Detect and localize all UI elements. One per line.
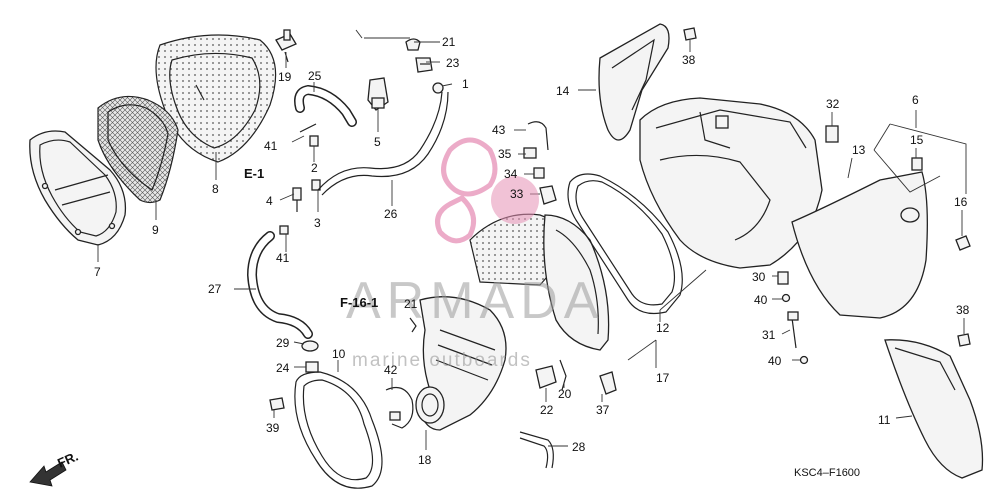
callout-13: 13 [852, 143, 866, 157]
callout-23: 23 [446, 56, 460, 70]
callout-3: 3 [314, 216, 321, 230]
callout-31: 31 [762, 328, 776, 342]
leader-lines [97, 29, 967, 450]
callout-27: 27 [208, 282, 222, 296]
side-duct-12 [543, 214, 610, 351]
callout-10: 10 [332, 347, 346, 361]
callout-15: 15 [910, 133, 924, 147]
fasteners [599, 27, 971, 395]
breather-hose-25 [294, 84, 357, 127]
front-direction-indicator: FR. [29, 449, 80, 487]
callout-4: 4 [266, 194, 273, 208]
callout-18: 18 [418, 453, 432, 467]
callout-19: 19 [278, 70, 292, 84]
callout-numbers: 1 2 3 4 5 6 7 8 9 10 11 12 13 14 15 16 1… [94, 35, 970, 467]
drain-plug-parts [269, 340, 319, 411]
callout-1: 1 [462, 77, 469, 91]
clip-21 [409, 317, 417, 333]
callout-6: 6 [912, 93, 919, 107]
mud-guard-11 [884, 339, 984, 479]
element-holder-9 [97, 95, 179, 204]
callout-33: 33 [510, 187, 524, 201]
watermark-logo-icon [435, 137, 498, 244]
callout-28: 28 [572, 440, 586, 454]
watermark-tagline: marine outboards [352, 350, 532, 371]
callout-2: 2 [311, 161, 318, 175]
element-cage-7 [29, 130, 127, 246]
callout-20: 20 [558, 387, 572, 401]
callout-16: 16 [954, 195, 968, 209]
watermark: ARMADA marine outboards [346, 137, 604, 371]
callout-30: 30 [752, 270, 766, 284]
callout-43: 43 [492, 123, 506, 137]
cover-14 [598, 23, 670, 141]
ref-e1: E-1 [244, 166, 264, 181]
callout-40-lower: 40 [768, 354, 782, 368]
housing-gasket-17 [567, 173, 683, 315]
callout-42: 42 [384, 363, 398, 377]
breather-fittings [275, 29, 444, 235]
callout-11: 11 [878, 413, 891, 427]
front-label: FR. [55, 449, 80, 471]
callout-41-lower: 41 [276, 251, 290, 265]
connecting-tube-18 [415, 296, 507, 431]
tube-band-42 [385, 387, 414, 429]
callout-5: 5 [374, 135, 381, 149]
callout-26: 26 [384, 207, 398, 221]
small-parts [523, 121, 567, 391]
air-cleaner-element-8 [155, 34, 277, 163]
callout-40-top: 40 [754, 293, 768, 307]
front-arrow-icon [29, 461, 67, 487]
callout-17: 17 [656, 371, 670, 385]
callout-29: 29 [276, 336, 290, 350]
air-cleaner-gasket-10 [294, 371, 383, 489]
callout-8: 8 [212, 182, 219, 196]
callout-12: 12 [656, 321, 670, 335]
callout-35: 35 [498, 147, 512, 161]
callout-34: 34 [504, 167, 518, 181]
breather-tube-26 [317, 91, 449, 196]
callout-7: 7 [94, 265, 101, 279]
callout-24: 24 [276, 361, 290, 375]
callout-14: 14 [556, 84, 570, 98]
callout-41-top: 41 [264, 139, 278, 153]
ref-f161: F-16-1 [340, 295, 378, 310]
callout-32: 32 [826, 97, 840, 111]
drain-tube-27 [246, 231, 313, 339]
callout-21-lower: 21 [404, 297, 418, 311]
callout-22: 22 [540, 403, 554, 417]
callout-38-top: 38 [682, 53, 696, 67]
callout-25: 25 [308, 69, 322, 83]
diagram-code: KSC4–F1600 [794, 467, 860, 479]
drain-tube-28 [519, 431, 554, 469]
callout-38-lower: 38 [956, 303, 970, 317]
callout-9: 9 [152, 223, 159, 237]
side-panel-13 [791, 171, 928, 319]
watermark-brand: ARMADA [346, 272, 604, 330]
callout-39: 39 [266, 421, 280, 435]
callout-21-top: 21 [442, 35, 456, 49]
air-cleaner-case [639, 97, 823, 269]
callout-37: 37 [596, 403, 610, 417]
